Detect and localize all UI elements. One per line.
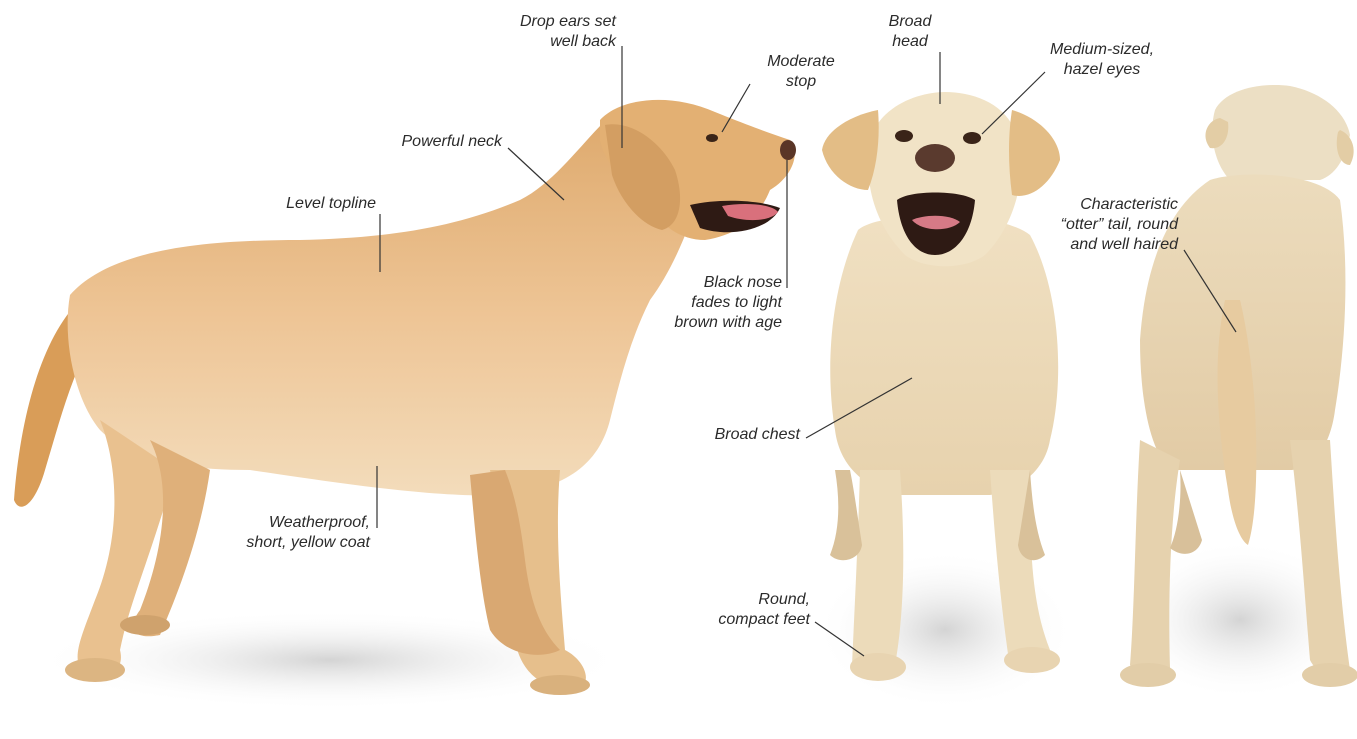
front-dog-paw-left [850, 653, 906, 681]
side-dog-eye [706, 134, 718, 142]
front-dog-eye-right [963, 132, 981, 144]
front-dog-ear-left [822, 110, 879, 190]
label-moderate-stop: Moderate stop [746, 52, 856, 92]
side-dog-nose [780, 140, 796, 160]
label-otter-tail: Characteristic “otter” tail, round and w… [1020, 195, 1178, 255]
front-dog-eye-left [895, 130, 913, 142]
front-dog-paw-right [1004, 647, 1060, 673]
label-powerful-neck: Powerful neck [366, 132, 502, 152]
front-dog-hind-leg-left [830, 470, 862, 560]
label-broad-chest: Broad chest [690, 425, 800, 445]
side-dog-paw [530, 675, 590, 695]
label-level-topline: Level topline [250, 194, 376, 214]
front-dog-ear-right [1009, 110, 1060, 196]
side-dog-paw [120, 615, 170, 635]
front-dog-leg-left [852, 470, 903, 676]
front-dog-nose [915, 144, 955, 172]
side-dog-paw [65, 658, 125, 682]
back-dog-paw-right [1302, 663, 1357, 687]
label-drop-ears: Drop ears set well back [480, 12, 616, 52]
label-weatherproof-coat: Weatherproof, short, yellow coat [210, 513, 370, 553]
label-broad-head: Broad head [870, 12, 950, 52]
back-dog-head [1212, 85, 1350, 180]
side-view-dog [14, 100, 796, 695]
label-round-feet: Round, compact feet [696, 590, 810, 630]
back-dog-paw-left [1120, 663, 1176, 687]
label-black-nose: Black nose fades to light brown with age [654, 273, 782, 333]
label-medium-eyes: Medium-sized, hazel eyes [1032, 40, 1172, 80]
